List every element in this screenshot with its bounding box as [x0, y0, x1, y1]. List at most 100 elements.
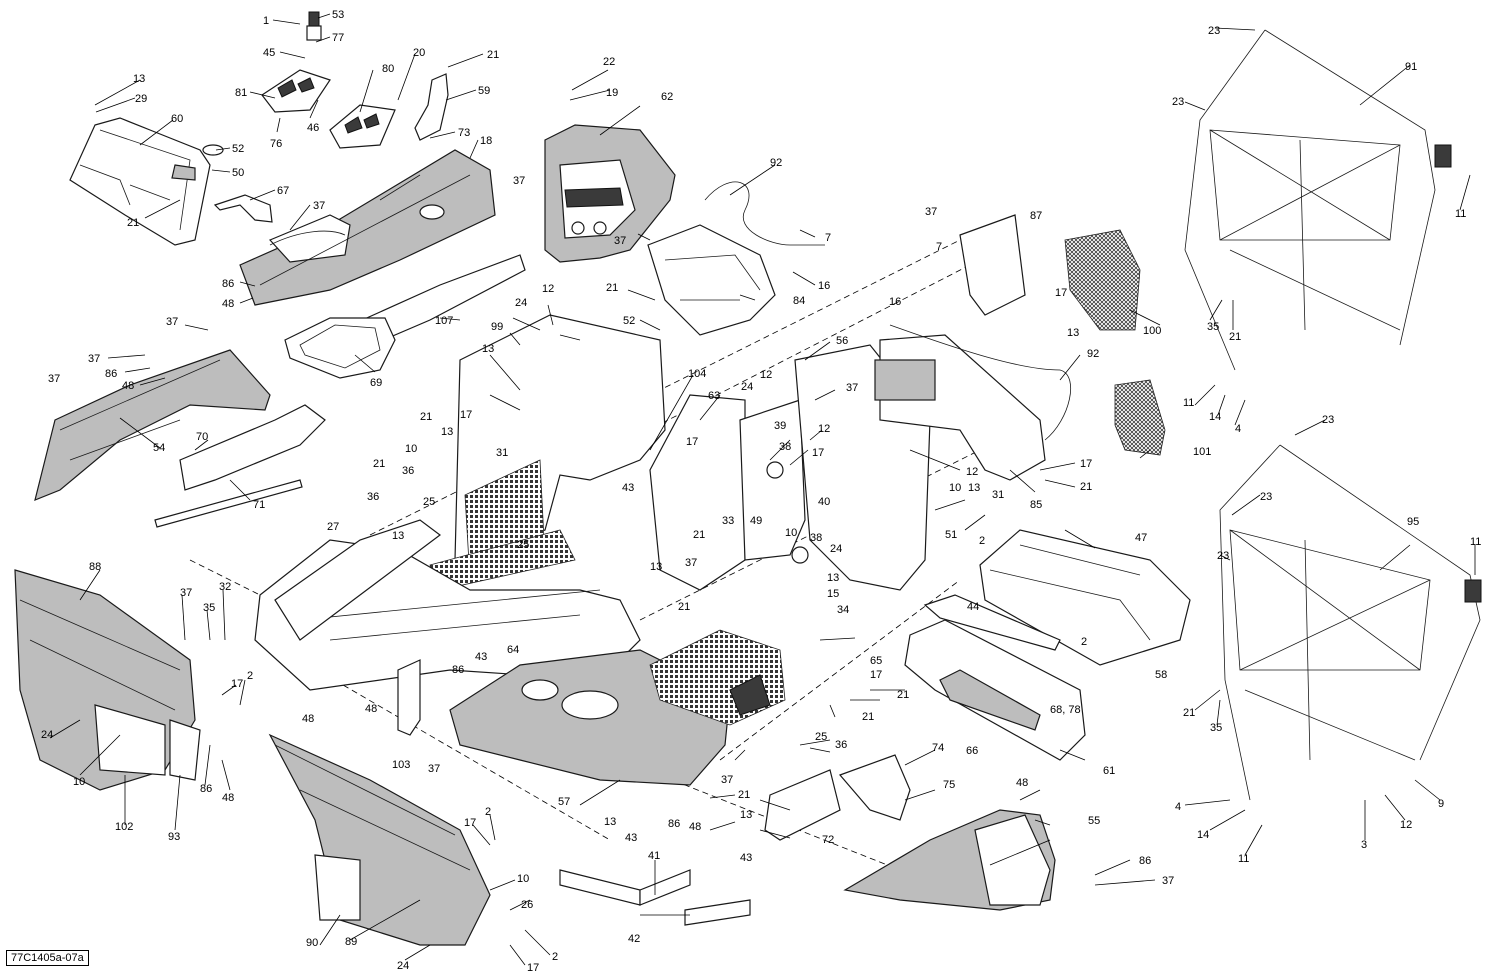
part-89-front-panel [268, 733, 491, 946]
callout-68-78: 68, 78 [1050, 704, 1081, 716]
callout-2: 2 [979, 535, 985, 547]
callout-48: 48 [222, 298, 234, 310]
part-102-mud-flap [94, 704, 166, 776]
callout-17: 17 [812, 447, 824, 459]
part-100-screen [1064, 229, 1141, 331]
callout-24: 24 [41, 729, 53, 741]
part-41-42-supports [559, 869, 751, 926]
callout-11: 11 [1470, 536, 1481, 548]
callout-10: 10 [73, 776, 85, 788]
callout-labels: 1 53 77 45 13 29 81 20 80 21 59 46 76 60… [41, 9, 1481, 974]
callout-17: 17 [1055, 287, 1067, 299]
callout-24: 24 [515, 297, 527, 309]
callout-17: 17 [464, 817, 476, 829]
callout-2: 2 [247, 670, 253, 682]
callout-35: 35 [203, 602, 215, 614]
part-60-console-cover [69, 117, 211, 246]
callout-71: 71 [253, 499, 265, 511]
part-59-grab-handle [414, 73, 449, 141]
callout-2: 2 [485, 806, 491, 818]
part-72-block [764, 769, 841, 841]
callout-21: 21 [487, 49, 499, 61]
callout-37: 37 [48, 373, 60, 385]
callout-48: 48 [122, 380, 134, 392]
part-55-rear-fender [843, 809, 1056, 911]
callout-38: 38 [779, 441, 791, 453]
callout-46: 46 [307, 122, 319, 134]
callout-38: 38 [810, 532, 822, 544]
part-84-dash-frame [647, 224, 776, 336]
part-52-cap [202, 144, 224, 156]
callout-57: 57 [558, 796, 570, 808]
callout-93: 93 [168, 831, 180, 843]
callout-34: 34 [837, 604, 849, 616]
callout-36: 36 [367, 491, 379, 503]
callout-27: 27 [327, 521, 339, 533]
callout-77: 77 [332, 32, 344, 44]
callout-43: 43 [625, 832, 637, 844]
callout-52: 52 [623, 315, 635, 327]
callout-92: 92 [770, 157, 782, 169]
callout-56: 56 [836, 335, 848, 347]
part-92b-harness [889, 324, 1071, 441]
callout-100: 100 [1143, 325, 1161, 337]
callout-95: 95 [1407, 516, 1419, 528]
callout-13: 13 [441, 426, 453, 438]
part-61-sill-right [904, 619, 1086, 761]
part-63-frame-right [649, 394, 806, 591]
part-62-dashboard [544, 124, 676, 263]
callout-13: 13 [133, 73, 145, 85]
callout-37: 37 [88, 353, 100, 365]
callout-1: 1 [263, 15, 269, 27]
part-103-bracket [397, 659, 421, 736]
callout-25: 25 [815, 731, 827, 743]
callout-33: 33 [722, 515, 734, 527]
part-95-roll-cage-lower [1219, 444, 1482, 801]
callout-24: 24 [397, 960, 409, 972]
callout-17: 17 [527, 962, 539, 974]
callout-48: 48 [222, 792, 234, 804]
part-58-intake-box [979, 529, 1191, 666]
callout-11: 11 [1455, 208, 1466, 220]
callout-24: 24 [741, 381, 753, 393]
callout-86: 86 [105, 368, 117, 380]
callout-4: 4 [1235, 423, 1241, 435]
callout-23: 23 [1172, 96, 1184, 108]
callout-102: 102 [115, 821, 133, 833]
callout-21: 21 [1080, 481, 1092, 493]
callout-14: 14 [1209, 411, 1221, 423]
callout-81: 81 [235, 87, 247, 99]
callout-23: 23 [1208, 25, 1220, 37]
callout-37: 37 [313, 200, 325, 212]
callout-92: 92 [1087, 348, 1099, 360]
callout-37: 37 [685, 557, 697, 569]
callout-17: 17 [870, 669, 882, 681]
callout-37: 37 [846, 382, 858, 394]
callout-44: 44 [967, 601, 979, 613]
callout-16: 16 [818, 280, 830, 292]
callout-13: 13 [740, 809, 752, 821]
callout-13: 13 [392, 530, 404, 542]
callout-21: 21 [420, 411, 432, 423]
callout-86: 86 [668, 818, 680, 830]
callout-23: 23 [1260, 491, 1272, 503]
callout-85: 85 [1030, 499, 1042, 511]
callout-35: 35 [1210, 722, 1222, 734]
callout-51: 51 [945, 529, 957, 541]
callout-84: 84 [793, 295, 805, 307]
callout-73: 73 [458, 127, 470, 139]
callout-66: 66 [966, 745, 978, 757]
callout-45: 45 [263, 47, 275, 59]
diagram-code-label: 77C1405a-07a [6, 950, 89, 966]
callout-21: 21 [1229, 331, 1241, 343]
part-87-panel [959, 214, 1026, 316]
callout-21: 21 [373, 458, 385, 470]
callout-37: 37 [428, 763, 440, 775]
callout-11: 11 [1238, 853, 1249, 865]
callout-50: 50 [232, 167, 244, 179]
callout-13: 13 [1067, 327, 1079, 339]
callout-31: 31 [992, 489, 1004, 501]
callout-13: 13 [604, 816, 616, 828]
callout-75: 75 [943, 779, 955, 791]
callout-52: 52 [232, 143, 244, 155]
